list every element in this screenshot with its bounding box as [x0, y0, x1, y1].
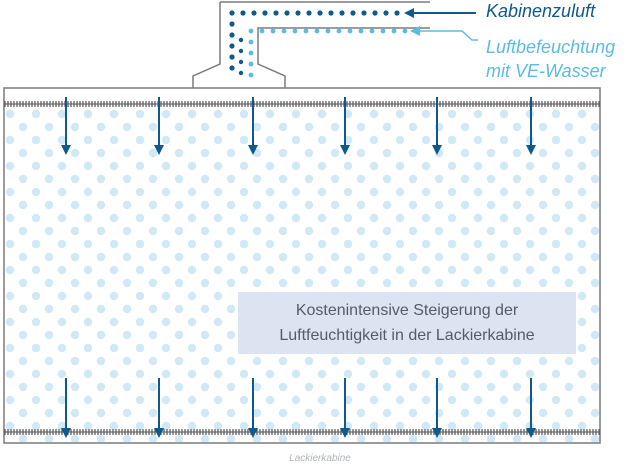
downward-arrow-head — [432, 428, 442, 438]
airflow-arrows — [61, 97, 536, 438]
humidification-label-line2: mit VE-Wasser — [486, 61, 606, 81]
downward-arrow-head — [526, 145, 536, 155]
cabin-interior — [4, 104, 600, 442]
downward-arrow-head — [154, 428, 164, 438]
downward-arrow-head — [432, 145, 442, 155]
supply-air-label: Kabinenzuluft — [486, 1, 596, 21]
ceiling-filter — [4, 101, 600, 107]
info-box-line2: Luftfeuchtigkeit in der Lackierkabine — [279, 327, 535, 344]
info-box: Kostenintensive Steigerung der Luftfeuch… — [238, 292, 576, 354]
info-box-line1: Kostenintensive Steigerung der — [295, 302, 519, 319]
supply-duct-outline — [192, 1, 430, 88]
downward-arrow-head — [61, 145, 71, 155]
floor-grate — [4, 429, 600, 435]
downward-arrow-head — [61, 428, 71, 438]
cabin-outline — [3, 87, 601, 444]
humidification-arrow-icon — [410, 26, 478, 41]
downward-arrow-head — [340, 428, 350, 438]
humidification-label: Luftbefeuchtung mit VE-Wasser — [486, 35, 615, 83]
downward-arrow-head — [340, 145, 350, 155]
downward-arrow-head — [154, 145, 164, 155]
downward-arrow-head — [248, 428, 258, 438]
cabin-caption: Lackierkabine — [289, 453, 351, 464]
humidification-label-line1: Luftbefeuchtung — [486, 37, 616, 57]
downward-arrow-head — [248, 145, 258, 155]
duct-airflow-dots — [229, 10, 408, 78]
supply-arrow-icon — [404, 8, 476, 18]
downward-arrow-head — [526, 428, 536, 438]
